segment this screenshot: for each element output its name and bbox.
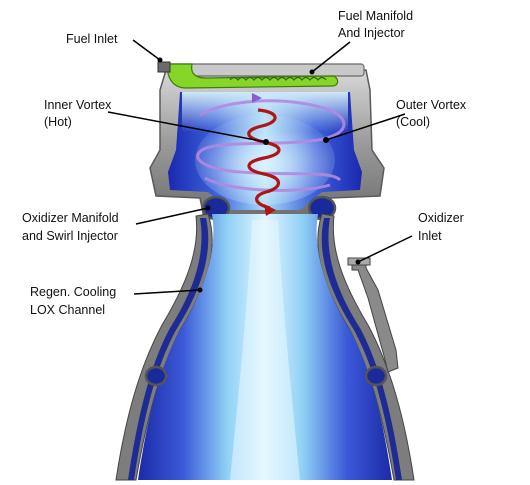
chamber-core-glow (195, 115, 335, 205)
leader-lines (107, 39, 413, 295)
label-outer-vortex-line1: Outer Vortex (396, 98, 467, 112)
label-fuel-inlet: Fuel Inlet (66, 32, 118, 46)
oxidizer-inlet-pipe (351, 261, 399, 373)
leader-oxidizer-manifold (135, 207, 209, 225)
nozzle-ring-right (364, 365, 388, 387)
inner-vortex (247, 108, 281, 210)
label-fuel-manifold-line2: And Injector (338, 26, 405, 40)
regen-cooling-channel-right (321, 218, 402, 480)
leader-oxidizer-inlet (357, 235, 413, 263)
leader-inner-vortex (107, 111, 267, 143)
plume-core-streak (230, 220, 300, 480)
leader-fuel-inlet (132, 39, 161, 61)
label-oxidizer-inlet-line1: Oxidizer (418, 211, 464, 225)
regen-cooling-channel-left (128, 218, 209, 480)
nozzle-ring-left (144, 365, 168, 387)
label-inner-vortex-line2: (Hot) (44, 115, 72, 129)
leader-fuel-manifold (311, 41, 351, 73)
leader-dots (157, 57, 361, 293)
fuel-inlet-pipe (157, 61, 171, 73)
fuel-manifold (167, 63, 339, 89)
label-oxidizer-inlet-line2: Inlet (418, 229, 442, 243)
leader-regen-cooling (133, 289, 201, 295)
label-fuel-manifold-line1: Fuel Manifold (338, 9, 413, 23)
outer-vortex-arrow (252, 93, 262, 103)
label-outer-vortex-line2: (Cool) (396, 115, 430, 129)
label-inner-vortex-line1: Inner Vortex (44, 98, 112, 112)
label-oxidizer-manifold-line1: Oxidizer Manifold (22, 211, 119, 225)
label-oxidizer-manifold-line2: and Swirl Injector (22, 229, 118, 243)
label-regen-cooling-line1: Regen. Cooling (30, 285, 116, 299)
label-regen-cooling-line2: LOX Channel (30, 303, 105, 317)
leader-outer-vortex (325, 113, 406, 141)
injector-plate (167, 63, 365, 77)
inner-vortex-arrow (264, 204, 276, 216)
fuel-injector-coil (229, 76, 327, 81)
